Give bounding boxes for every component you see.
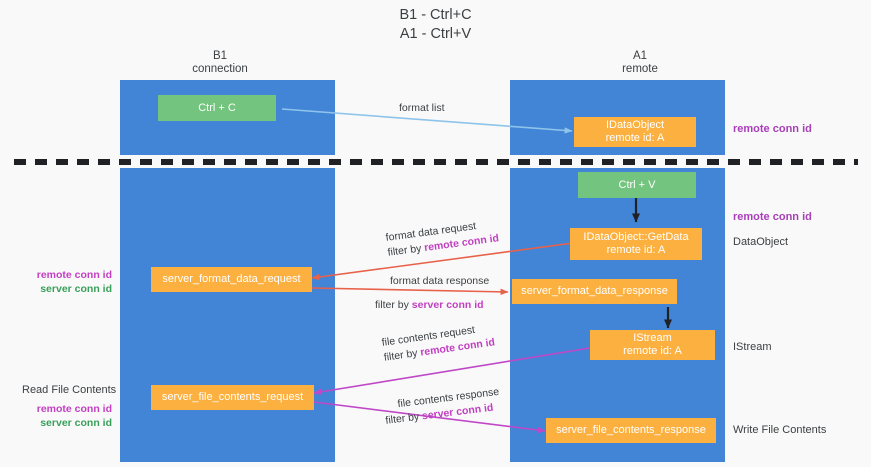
filter-key-server-conn-id: server conn id <box>411 299 484 311</box>
edge-label-format-data-response: format data response <box>390 275 490 287</box>
diagram-title: B1 - Ctrl+C A1 - Ctrl+V <box>399 7 472 42</box>
note-remote-conn-id-top: remote conn id <box>733 123 812 135</box>
box-istream[interactable]: IStream remote id: A <box>590 330 715 360</box>
edge-label-group-format-data-request: format data request filter by remote con… <box>385 217 500 259</box>
note-server-conn-id-left-2: server conn id <box>40 417 112 429</box>
note-group-conn-ids-2: remote conn id server conn id <box>22 402 112 430</box>
box-server-file-contents-request[interactable]: server_file_contents_request <box>151 385 314 410</box>
note-dataobject: DataObject <box>733 236 789 248</box>
note-remote-conn-id-left: remote conn id <box>36 269 112 281</box>
box-server-format-data-request[interactable]: server_format_data_request <box>151 267 312 292</box>
box-ctrl-v[interactable]: Ctrl + V <box>578 172 696 198</box>
note-istream: IStream <box>733 341 772 353</box>
note-group-conn-ids: remote conn id server conn id <box>22 268 112 296</box>
arrow-format-data-response <box>311 287 509 296</box>
edge-label-group-file-contents-request: file contents request filter by remote c… <box>381 321 496 364</box>
column-header-b1: B1 connection <box>192 50 248 75</box>
note-remote-conn-id-left-2: remote conn id <box>36 403 112 415</box>
edge-label-format-list: format list <box>399 102 445 114</box>
note-write-file-contents: Write File Contents <box>733 424 827 436</box>
column-header-a1: A1 remote <box>622 50 658 75</box>
edge-label-group-file-contents-response: file contents response filter by server … <box>383 386 500 427</box>
lane-a1-bottom <box>510 168 725 462</box>
box-server-file-contents-response[interactable]: server_file_contents_response <box>546 418 716 443</box>
note-server-conn-id-left: server conn id <box>40 283 112 295</box>
box-server-format-data-response[interactable]: server_format_data_response <box>512 279 677 304</box>
box-idataobject-getdata[interactable]: IDataObject::GetData remote id: A <box>570 228 702 260</box>
filter-prefix-4: filter by <box>384 410 423 427</box>
filter-prefix: filter by <box>386 242 425 259</box>
note-read-file-contents: Read File Contents <box>22 384 117 396</box>
lane-b1-bottom <box>120 168 335 462</box>
filter-prefix-2: filter by <box>375 299 412 311</box>
note-remote-conn-id-mid: remote conn id <box>733 211 812 223</box>
box-idataobject[interactable]: IDataObject remote id: A <box>574 117 696 147</box>
box-ctrl-c[interactable]: Ctrl + C <box>158 95 276 121</box>
edge-label-format-data-response-filter: filter by server conn id <box>375 299 484 312</box>
filter-prefix-3: filter by <box>383 346 422 364</box>
